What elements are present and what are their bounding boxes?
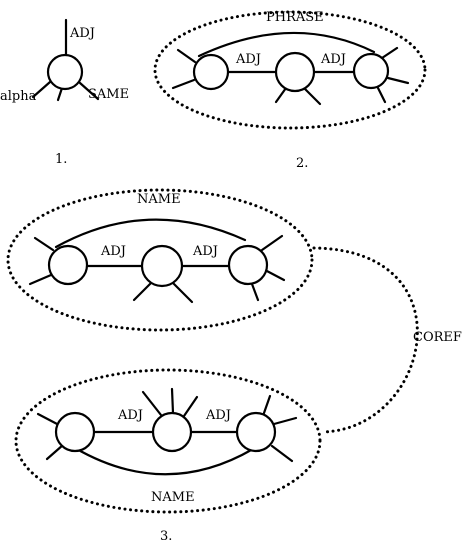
fig3-bottom-node	[54, 411, 96, 453]
fig1-label-adj: ADJ	[69, 26, 95, 41]
fig3-top-node3-spoke	[260, 234, 284, 252]
fig3-bottom-node3-spoke	[270, 444, 294, 463]
figure-3-top: NAME ADJ ADJ	[6, 188, 314, 332]
fig3-top-node1-spoke	[33, 236, 55, 252]
fig3-bottom-node2-spoke	[182, 395, 199, 418]
fig3-bottom-node	[151, 411, 193, 453]
fig3-top-node	[227, 244, 269, 286]
fig2-label-adj-2: ADJ	[320, 52, 346, 67]
fig2-node3-spoke	[376, 86, 387, 104]
coref-link: COREF	[312, 246, 462, 434]
fig2-phrase-arc	[197, 31, 376, 58]
fig1-edge-right	[78, 81, 100, 101]
fig2-node	[352, 52, 390, 90]
fig2-node3-spoke	[380, 46, 399, 60]
fig2-node2-spoke	[302, 86, 322, 106]
fig2-caption: 2.	[296, 156, 308, 171]
fig2-node2-spoke	[274, 86, 288, 104]
fig3-bottom-label-adj-1: ADJ	[117, 408, 143, 423]
fig2-node	[192, 53, 230, 91]
figure-2: PHRASE ADJ ADJ 2.	[153, 10, 427, 171]
fig1-label-alpha: alpha	[0, 89, 37, 104]
fig3-top-node2-spoke	[132, 280, 154, 302]
fig3-top-name-arc	[54, 218, 247, 249]
fig3-top-label-adj-1: ADJ	[100, 244, 126, 259]
figure-1: ADJ alpha SAME 1.	[0, 18, 129, 167]
fig3-bottom-node3-spoke	[262, 394, 272, 415]
fig3-top-label-adj-2: ADJ	[192, 244, 218, 259]
fig3-bottom-node1-spoke	[36, 412, 61, 427]
fig3-bottom-name-arc	[73, 446, 255, 476]
fig3-top-node1-spoke	[28, 273, 53, 286]
fig3-bottom-node2-spoke	[141, 390, 163, 417]
fig2-node3-spoke	[386, 76, 410, 85]
fig2-group-ellipse	[153, 10, 427, 130]
fig1-edge-left	[31, 80, 52, 99]
fig1-caption: 1.	[55, 152, 67, 167]
fig3-bottom-node3-spoke	[272, 416, 298, 426]
coref-label: COREF	[413, 330, 462, 345]
fig3-bottom-node	[235, 411, 277, 453]
fig3-top-node3-spoke	[250, 282, 260, 302]
fig3-top-node2-spoke	[170, 280, 194, 304]
fig2-label-adj-1: ADJ	[235, 52, 261, 67]
fig3-caption: 3.	[160, 529, 172, 544]
fig1-node	[46, 53, 84, 91]
fig3-bottom-label-name: NAME	[151, 490, 195, 505]
fig3-bottom-node1-spoke	[45, 443, 65, 461]
fig3-top-node3-spoke	[263, 268, 286, 282]
fig3-bottom-group-ellipse	[14, 368, 322, 514]
fig3-bottom-label-adj-2: ADJ	[205, 408, 231, 423]
fig3-top-node	[140, 244, 184, 288]
fig1-edge-bottom	[56, 86, 64, 102]
fig3-top-label-name: NAME	[137, 192, 181, 207]
fig2-node1-spoke	[176, 48, 197, 64]
fig3-top-group-ellipse	[6, 188, 314, 332]
fig2-label-phrase: PHRASE	[266, 10, 324, 25]
fig1-label-same: SAME	[88, 87, 129, 102]
fig3-bottom-node2-spoke	[170, 387, 175, 415]
fig2-node1-spoke	[171, 78, 196, 90]
fig2-node	[274, 51, 316, 93]
figure-3-bottom: ADJ ADJ NAME 3.	[14, 368, 322, 544]
fig3-top-node	[47, 244, 89, 286]
coref-dotted-link	[312, 246, 419, 434]
